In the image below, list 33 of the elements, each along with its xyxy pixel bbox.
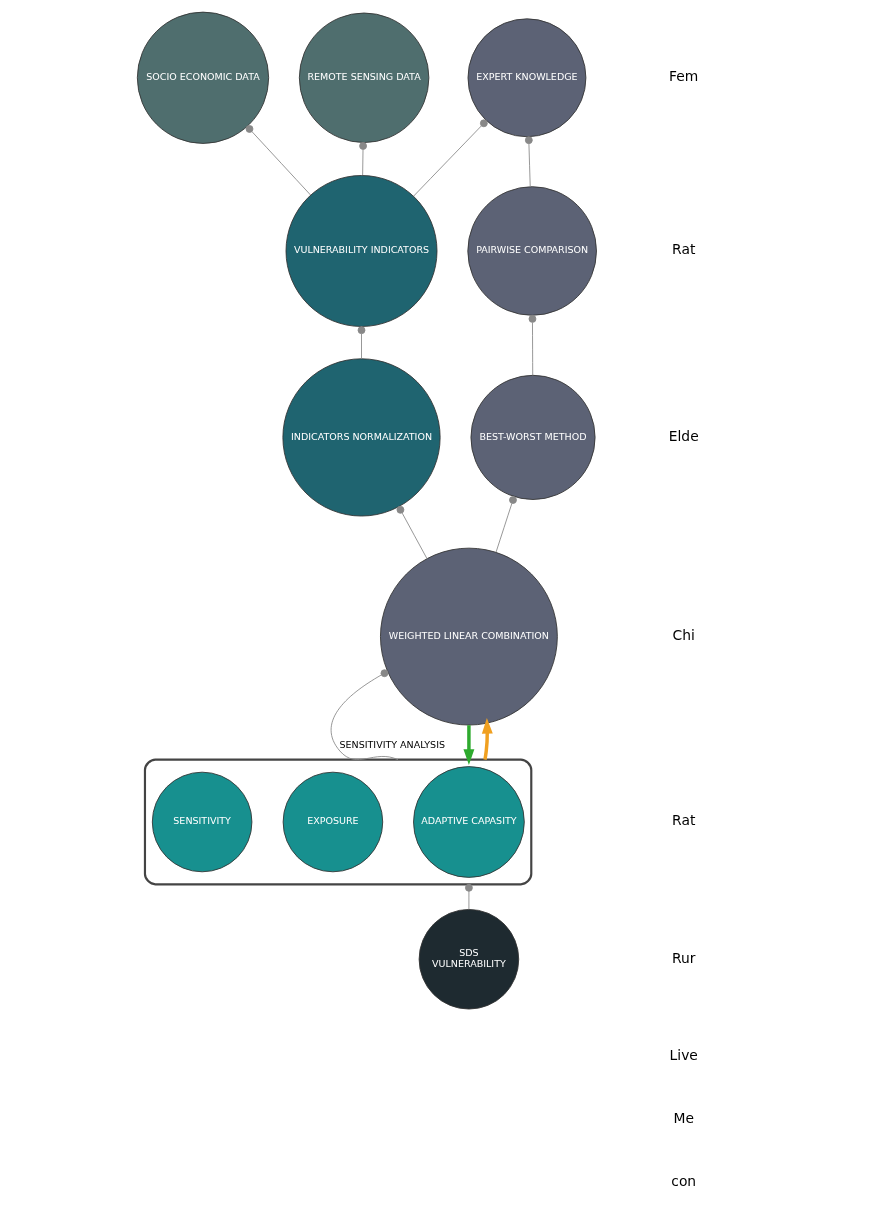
node-circle: SENSITIVITY — [151, 771, 253, 873]
node-circle: SDS VULNERABILITY — [418, 909, 520, 1010]
label: Fem — [669, 68, 699, 85]
connector — [465, 883, 473, 910]
cluster — [143, 758, 533, 886]
node-circle: SOCIO ECONOMIC DATA — [136, 11, 270, 144]
label: con — [671, 1173, 697, 1190]
arrow — [481, 718, 493, 760]
connector — [359, 142, 367, 176]
label: Elde — [668, 427, 699, 444]
connector — [330, 669, 399, 761]
label: Rat — [672, 241, 696, 258]
node-circle: BEST-WORST METHOD — [470, 374, 596, 500]
connector — [396, 505, 428, 559]
label: Chi — [672, 626, 695, 643]
connector — [495, 496, 517, 553]
edge-label: SENSITIVITY ANALYSIS — [339, 739, 445, 751]
node-circle: VULNERABILITY INDICATORS — [285, 175, 438, 327]
label: Rur — [671, 949, 696, 966]
connector — [357, 326, 366, 359]
node-circle: ADAPTIVE CAPASITY — [413, 766, 525, 878]
node-circle: EXPERT KNOWLEDGE — [467, 18, 587, 138]
connector — [413, 119, 488, 197]
node-circle: EXPOSURE — [282, 771, 384, 873]
connector — [528, 315, 537, 376]
connector — [524, 136, 533, 187]
arrow — [463, 725, 475, 765]
label: Me — [673, 1110, 694, 1127]
label: Rat — [672, 812, 696, 829]
node-circle: REMOTE SENSING DATA — [298, 12, 430, 143]
label: Live — [669, 1046, 698, 1063]
node-circle: PAIRWISE COMPARISON — [467, 186, 597, 316]
connector — [245, 125, 312, 196]
